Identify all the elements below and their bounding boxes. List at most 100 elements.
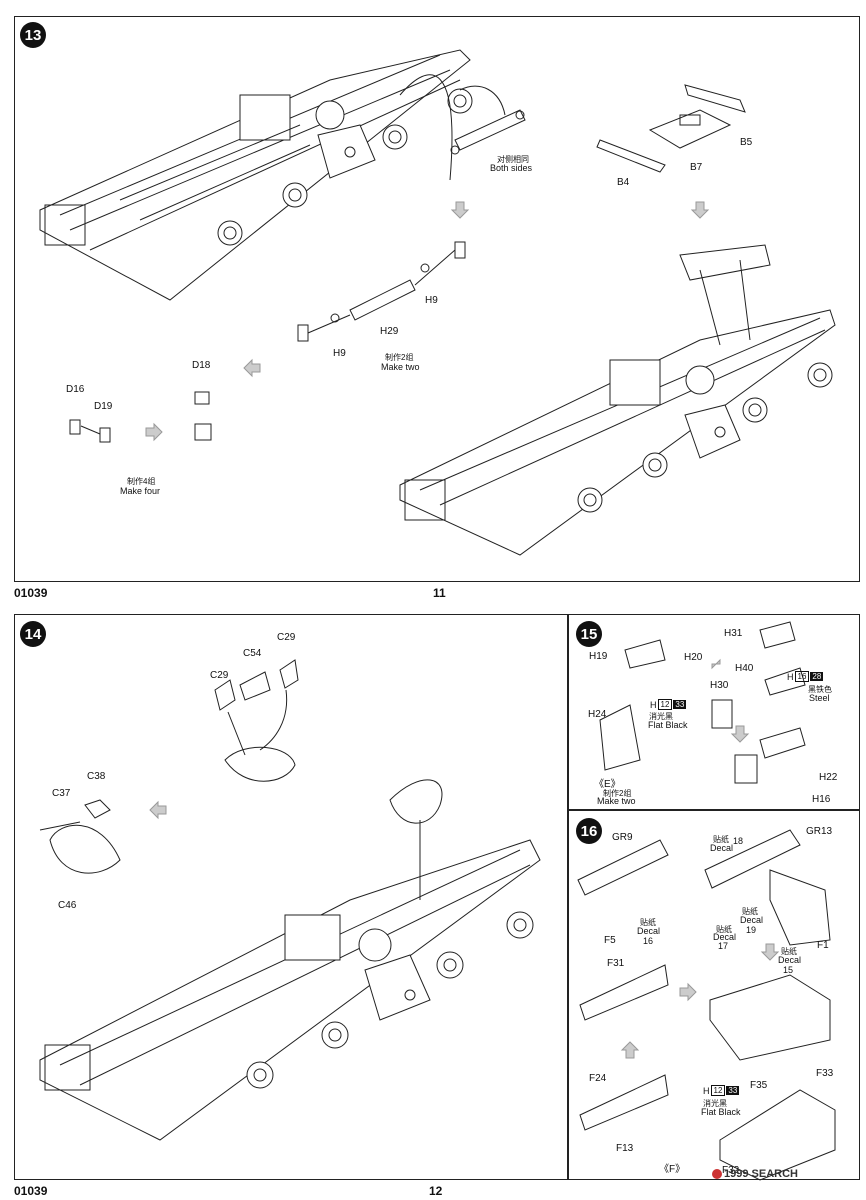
step16-drawings — [577, 829, 836, 1181]
label-c29-left: C29 — [210, 670, 229, 681]
decal17-en: Decal — [713, 932, 737, 942]
label-h9-left: H9 — [333, 348, 346, 359]
label-f35: F35 — [750, 1080, 768, 1091]
watermark-text: 1999 SEARCH — [724, 1168, 798, 1180]
decal17-cn: 贴纸 — [716, 925, 732, 934]
both-sides-en-label: Both sides — [490, 163, 533, 173]
label-f31: F31 — [607, 958, 625, 969]
paint-fb16-num2: 33 — [726, 1086, 740, 1095]
make-two-cn-label: 制作2组 — [385, 353, 414, 362]
step-13-number: 13 — [24, 26, 42, 44]
make-two-en-label: Make two — [381, 362, 420, 372]
decal18-cn: 贴纸 — [713, 835, 729, 844]
paint-steel-en: Steel — [809, 693, 830, 703]
label-c38: C38 — [87, 771, 106, 782]
decal19-cn: 贴纸 — [742, 907, 758, 916]
sub-assembly-f-label: 《F》 — [659, 1164, 686, 1175]
paint-steel-callout: H 16 28 — [787, 671, 824, 682]
label-c29-top: C29 — [277, 632, 296, 643]
paint-fb16-cn: 消光黑 — [703, 1099, 727, 1108]
step15-make-two-cn: 制作2组 — [603, 789, 632, 798]
paint-flat-black-callout-step16: H 12 33 — [703, 1085, 740, 1096]
paint-steel-num1: 16 — [794, 671, 810, 682]
sub-assembly-e-label: 《E》 — [594, 779, 621, 790]
page-12-step16-frame — [568, 810, 860, 1180]
decal18-num: 18 — [733, 836, 744, 846]
both-sides-detail — [399, 74, 526, 181]
step15-make-two-en: Make two — [597, 796, 636, 806]
label-h31: H31 — [724, 628, 743, 639]
page-number-12: 12 — [429, 1184, 443, 1198]
watermark-logo-icon — [712, 1169, 722, 1179]
step15-drawings — [599, 621, 806, 784]
label-h19: H19 — [589, 651, 608, 662]
label-f32: F32 — [722, 1165, 740, 1176]
fifth-wheel-drawing — [214, 659, 299, 782]
label-b4: B4 — [617, 177, 630, 188]
label-c37: C37 — [52, 788, 71, 799]
paint-steel-cn: 黑铁色 — [808, 685, 832, 694]
page-11-frame — [14, 16, 860, 582]
paint-steel-num2: 28 — [810, 672, 824, 681]
label-f24: F24 — [589, 1073, 607, 1084]
paint-fb15-num2: 33 — [673, 700, 687, 709]
step-14-number: 14 — [24, 625, 42, 643]
step-16-badge: 16 — [576, 818, 602, 844]
label-f33: F33 — [816, 1068, 834, 1079]
paint-fb15-letter: H — [650, 699, 657, 710]
label-d18: D18 — [192, 360, 211, 371]
make-four-en-label: Make four — [120, 486, 161, 496]
paint-fb16-num1: 12 — [710, 1085, 726, 1096]
paint-flat-black-callout-step15: H 12 33 — [650, 699, 687, 710]
label-h20: H20 — [684, 652, 703, 663]
label-h22: H22 — [819, 772, 838, 783]
paint-fb15-num1: 12 — [657, 699, 673, 710]
label-f13: F13 — [616, 1143, 634, 1154]
paint-fb16-letter: H — [703, 1085, 710, 1096]
chassis-drawing-step13-assembled — [399, 244, 836, 556]
page-12-step15-frame — [568, 614, 860, 810]
label-h24: H24 — [588, 709, 607, 720]
make-four-cn-label: 制作4组 — [127, 477, 156, 486]
d-parts-drawing — [69, 391, 212, 443]
decal16-en: Decal — [637, 926, 661, 936]
label-b5: B5 — [740, 137, 753, 148]
step-13-badge: 13 — [20, 22, 46, 48]
decal15-cn: 贴纸 — [781, 947, 797, 956]
kit-code-page11: 01039 — [14, 586, 48, 600]
label-h29: H29 — [380, 326, 399, 337]
decal17-num: 17 — [718, 941, 729, 951]
label-h30: H30 — [710, 680, 729, 691]
chassis-drawing-step14 — [39, 779, 541, 1141]
both-sides-cn-label: 对侧相同 — [497, 155, 529, 164]
paint-steel-letter: H — [787, 671, 794, 682]
step-16-number: 16 — [580, 822, 598, 840]
h29-part-drawing — [297, 241, 466, 342]
b-parts-drawing — [596, 84, 746, 173]
label-c54: C54 — [243, 648, 262, 659]
chassis-drawing-step13-top — [39, 49, 473, 301]
step-15-number: 15 — [580, 625, 598, 643]
step-14-badge: 14 — [20, 621, 46, 647]
decal19-en: Decal — [740, 915, 764, 925]
label-gr13: GR13 — [806, 826, 833, 837]
c46-drawing — [39, 799, 121, 874]
watermark: 1999 SEARCH — [712, 1168, 798, 1180]
label-b7: B7 — [690, 162, 703, 173]
flow-arrows-p11 — [145, 201, 710, 442]
paint-fb15-en: Flat Black — [648, 720, 688, 730]
kit-code-page12: 01039 — [14, 1184, 48, 1198]
decal18-en: Decal — [710, 843, 734, 853]
paint-fb15-cn: 消光黑 — [649, 712, 673, 721]
label-h9-top: H9 — [425, 295, 438, 306]
label-f5: F5 — [604, 935, 616, 946]
page-12-step14-frame — [14, 614, 568, 1180]
decal15-num: 15 — [783, 965, 794, 975]
decal16-cn: 贴纸 — [640, 918, 656, 927]
label-gr9: GR9 — [612, 832, 633, 843]
paint-fb16-en: Flat Black — [701, 1107, 741, 1117]
label-c46: C46 — [58, 900, 77, 911]
step-15-badge: 15 — [576, 621, 602, 647]
decal16-num: 16 — [643, 936, 654, 946]
